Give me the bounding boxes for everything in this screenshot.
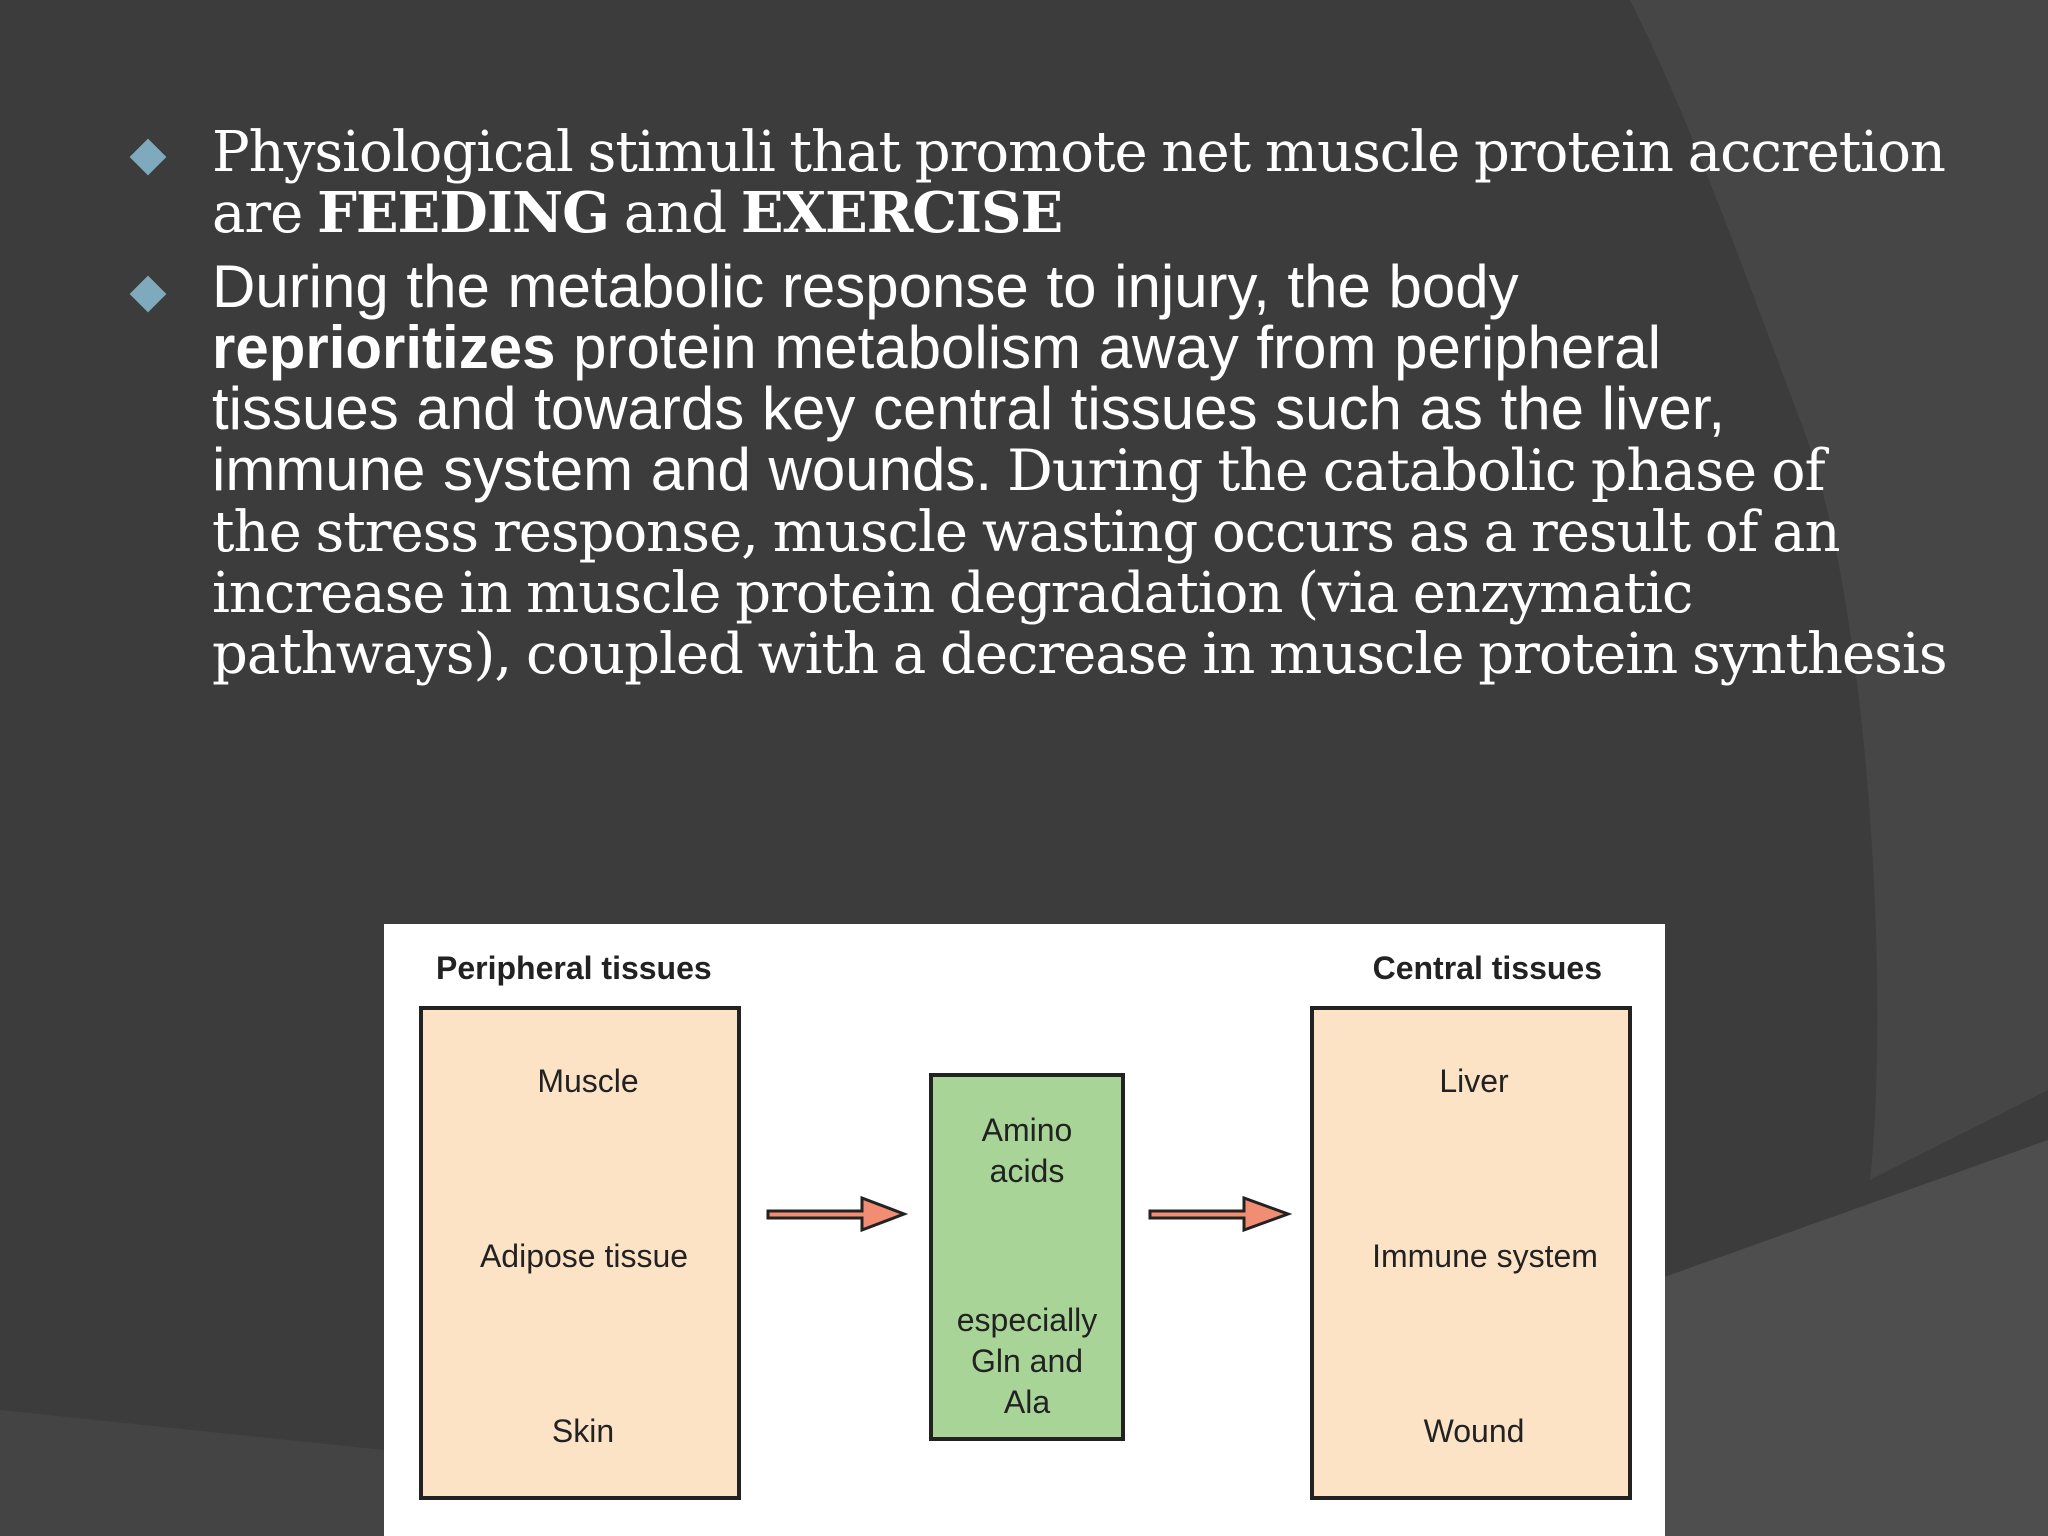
- bullet-text: During the metabolic response to injury,…: [212, 256, 2005, 685]
- central-tissues-box: [1310, 1006, 1632, 1500]
- reprioritizes-keyword: reprioritizes: [212, 314, 556, 381]
- bullet-2-rest-3: immune system and wounds.: [212, 436, 993, 503]
- peripheral-item-skin: Skin: [552, 1413, 614, 1449]
- amino-detail-line-3: Ala: [1004, 1384, 1050, 1420]
- amino-detail-line-2: Gln and: [971, 1343, 1083, 1379]
- amino-label-line-1: Amino: [982, 1112, 1073, 1148]
- amino-detail-line-1: especially: [957, 1302, 1098, 1338]
- bullet-2-serif-block: the stress response, muscle wasting occu…: [212, 502, 2005, 685]
- central-item-liver: Liver: [1439, 1063, 1509, 1099]
- bullet-text: Physiological stimuli that promote net m…: [212, 122, 2005, 244]
- bullet-2-rest-2: tissues and towards key central tissues …: [212, 375, 1726, 442]
- diamond-bullet-icon: [129, 138, 167, 176]
- feeding-keyword: FEEDING: [317, 180, 610, 246]
- peripheral-tissues-box: [419, 1006, 741, 1500]
- arrow-amino-to-central-icon: [1148, 1195, 1293, 1233]
- bullet-2-serif-2: the stress response, muscle wasting occu…: [212, 500, 1841, 565]
- peripheral-tissues-title: Peripheral tissues: [436, 950, 712, 986]
- bullet-2-sans-block: During the metabolic response to injury,…: [212, 256, 2005, 502]
- amino-label-line-2: acids: [990, 1153, 1065, 1189]
- central-tissues-title: Central tissues: [1373, 950, 1602, 986]
- peripheral-item-adipose: Adipose tissue: [480, 1238, 688, 1274]
- bullet-2-serif-4: pathways), coupled with a decrease in mu…: [212, 622, 1948, 687]
- bullet-list: Physiological stimuli that promote net m…: [125, 122, 2005, 685]
- central-item-wound: Wound: [1424, 1413, 1525, 1449]
- peripheral-item-muscle: Muscle: [537, 1063, 638, 1099]
- bullet-2-intro: During the metabolic response to injury,…: [212, 253, 1519, 320]
- amino-acids-box: [929, 1073, 1125, 1441]
- diamond-bullet-icon: [129, 275, 167, 313]
- bullet-2-serif-3: increase in muscle protein degradation (…: [212, 561, 1693, 626]
- protein-flow-diagram: Peripheral tissues Central tissues Muscl…: [384, 924, 1665, 1536]
- exercise-keyword: EXERCISE: [740, 180, 1063, 246]
- central-item-immune: Immune system: [1372, 1238, 1598, 1274]
- bullet-item-stimuli: Physiological stimuli that promote net m…: [125, 122, 2005, 244]
- arrow-peripheral-to-amino-icon: [766, 1195, 909, 1233]
- bullet-2-serif-1: During the catabolic phase of: [992, 438, 1825, 504]
- bullet-item-injury: During the metabolic response to injury,…: [125, 256, 2005, 685]
- bullet-2-rest-1: protein metabolism away from peripheral: [555, 314, 1661, 381]
- bullet-1-line-1: Physiological stimuli that promote net m…: [212, 120, 1946, 185]
- bullet-1-pre: are: [212, 181, 318, 246]
- bullet-1-and: and: [609, 181, 741, 246]
